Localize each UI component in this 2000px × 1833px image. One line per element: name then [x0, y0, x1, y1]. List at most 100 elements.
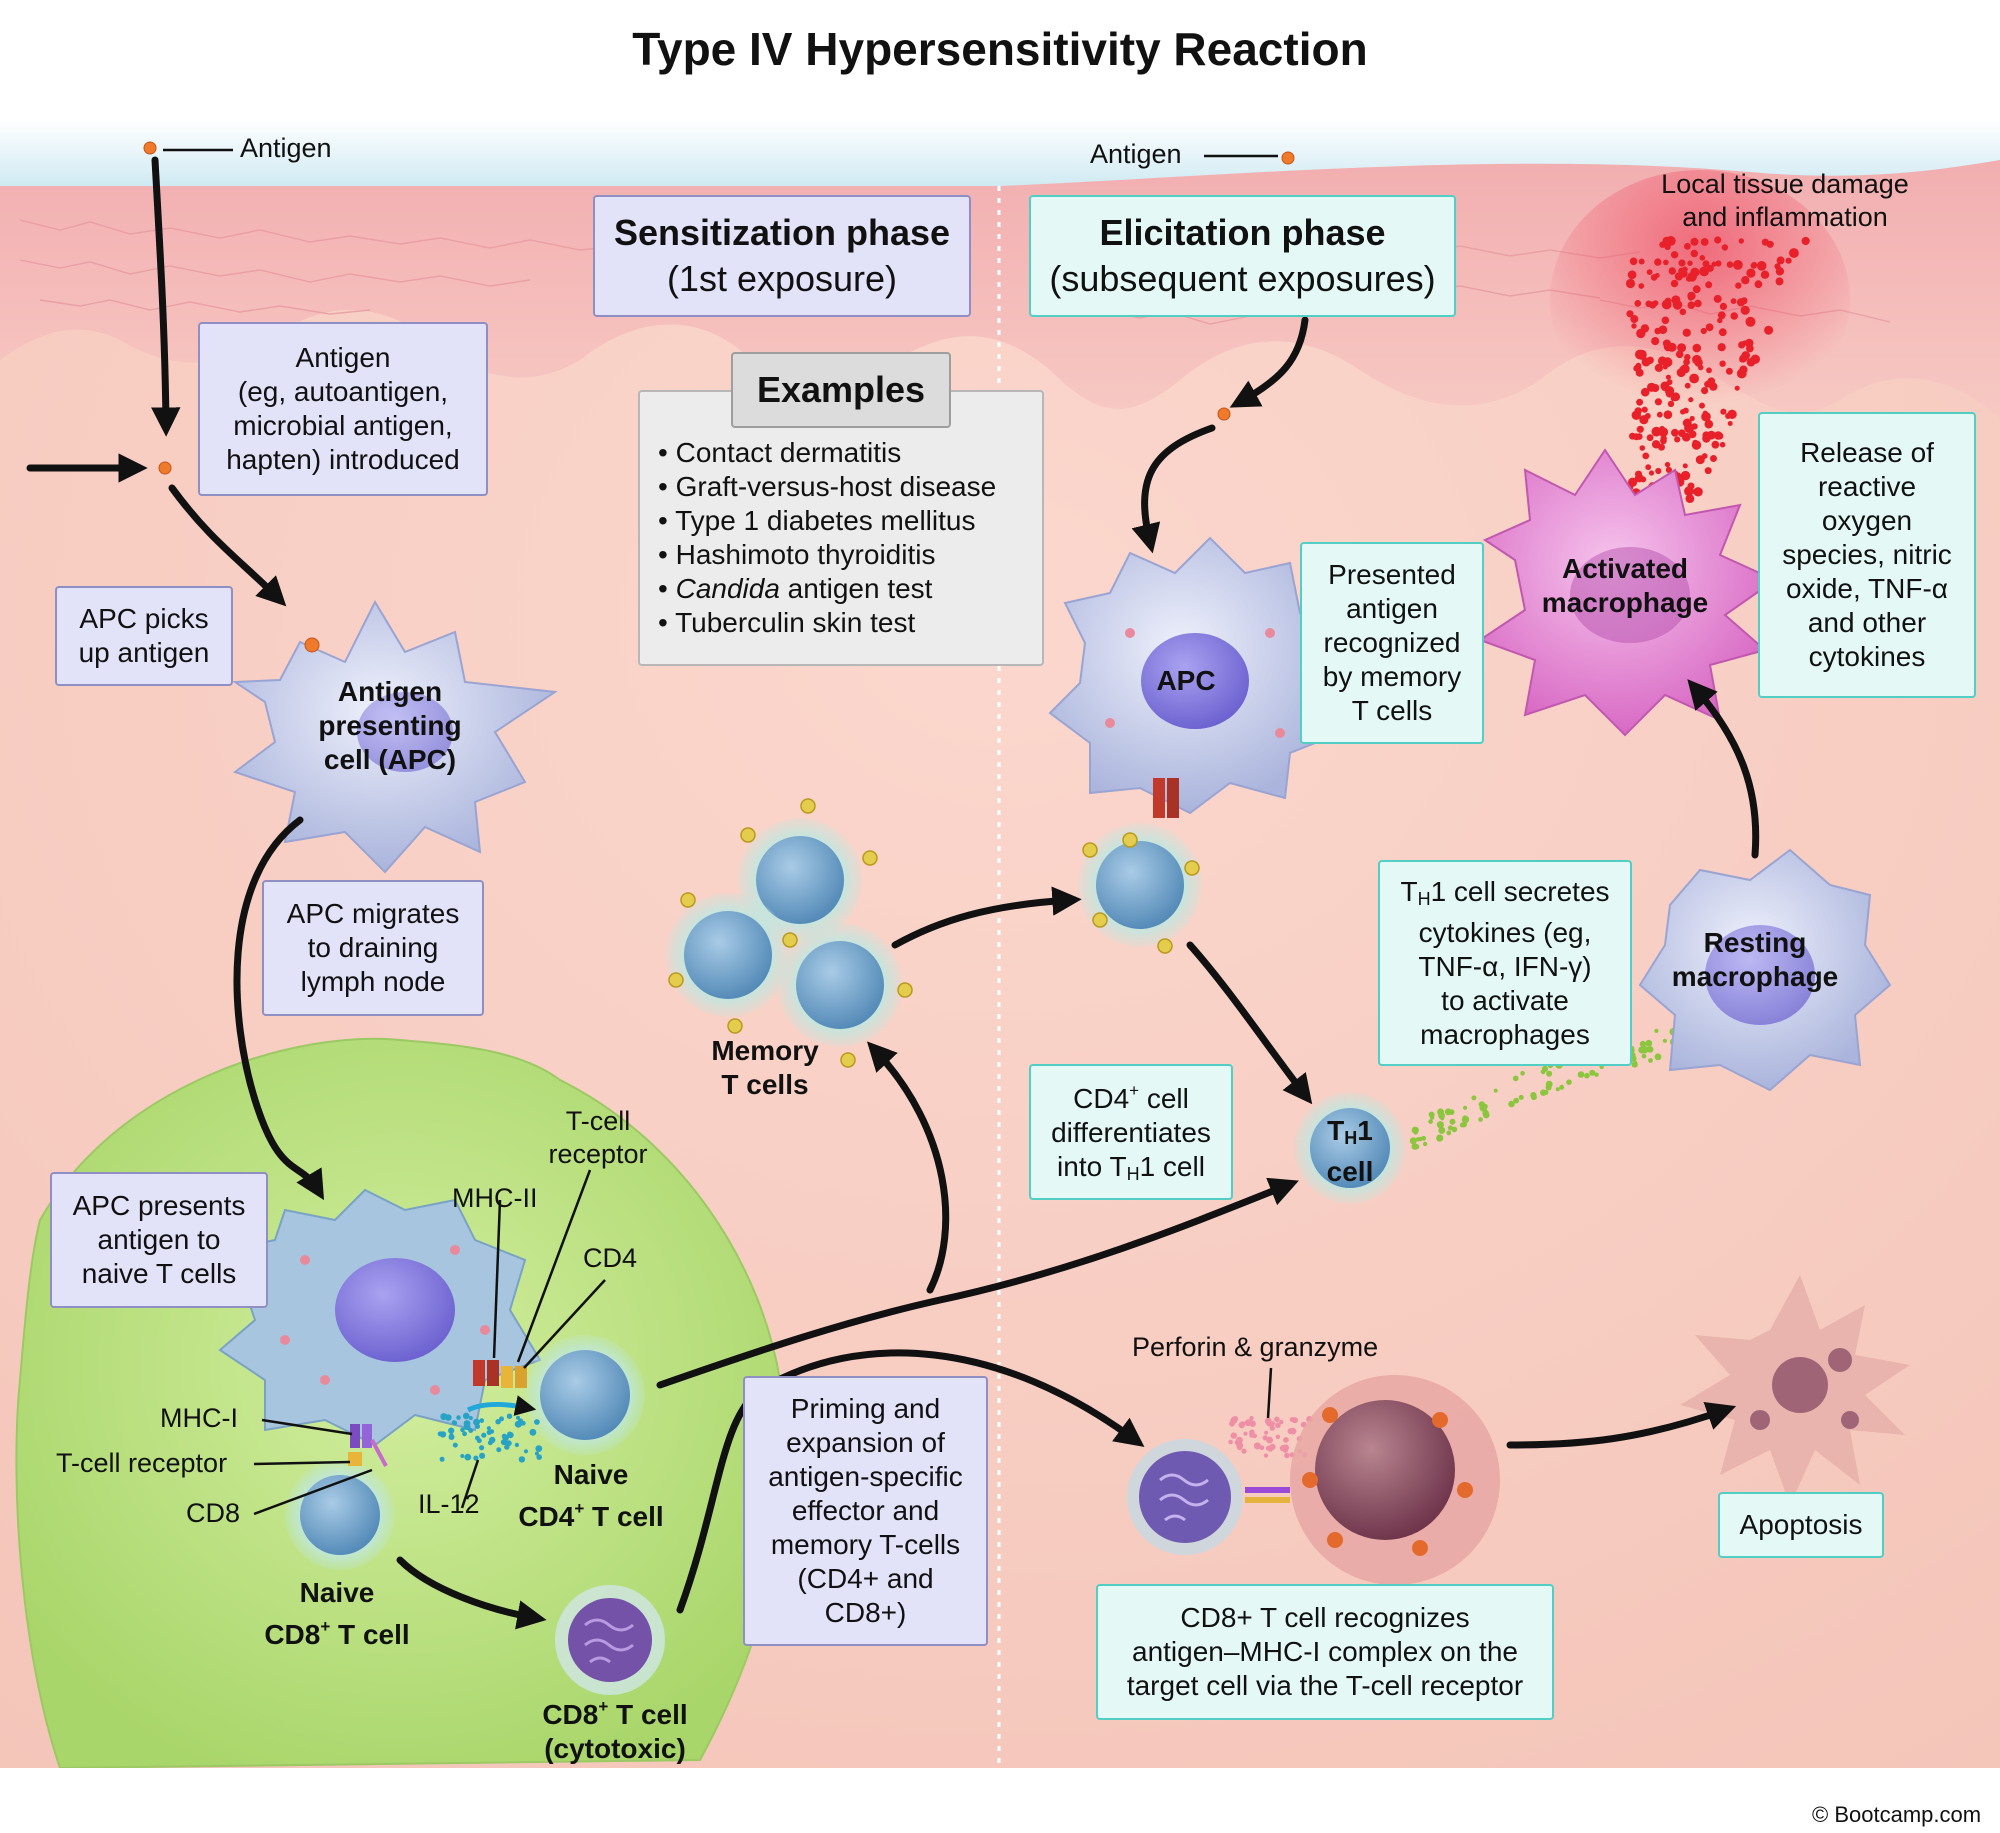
particle [1625, 278, 1636, 289]
particle [451, 1420, 457, 1425]
apc-lymph-cell [218, 1188, 542, 1447]
box-line: to draining [307, 932, 439, 963]
particle [1741, 276, 1750, 285]
particle [1641, 1053, 1647, 1059]
particle [1690, 237, 1699, 246]
particle [463, 1423, 471, 1431]
cd4-differentiates-box: CD4+ cell differentiates into TH1 cell [1029, 1064, 1233, 1200]
particle [529, 1428, 537, 1436]
label-line: presenting [318, 710, 462, 741]
th1-cell-label: TH1 cell [1310, 1114, 1390, 1189]
cd4-sup: + [1129, 1080, 1140, 1100]
label-line: Naive [299, 1577, 375, 1608]
particle [1689, 373, 1699, 384]
particle [1687, 301, 1696, 310]
particle [1279, 1419, 1284, 1425]
particle [1493, 1088, 1498, 1093]
antigen-label-right: Antigen [1090, 139, 1182, 169]
particle [1626, 310, 1634, 318]
particle [1692, 285, 1701, 294]
box-line: antigen–MHC-I complex on the [1132, 1636, 1518, 1667]
box-line: cytokines [1808, 641, 1926, 672]
particle [1670, 395, 1677, 402]
particle [1664, 461, 1671, 468]
particle [1681, 432, 1691, 442]
flow-arrows [26, 156, 1760, 1630]
particle [1638, 258, 1645, 265]
particle [1413, 1130, 1418, 1135]
particle [1636, 425, 1644, 433]
particle [1284, 1452, 1290, 1459]
particle [1648, 470, 1655, 476]
particle [1633, 1060, 1638, 1066]
particle [1719, 441, 1726, 448]
particle [1695, 455, 1705, 465]
label-line: cell [1326, 1156, 1374, 1187]
particle [1651, 426, 1662, 437]
particle [1638, 283, 1645, 289]
particle [1275, 1422, 1281, 1429]
box-line: (eg, autoantigen, [237, 376, 449, 407]
cytotoxic-cell-attacking [1127, 1439, 1243, 1555]
particle [1730, 298, 1737, 304]
particle [1665, 374, 1671, 380]
th1-sub: H [1344, 1128, 1358, 1148]
particle [479, 1418, 485, 1423]
apoptotic-cell-graphic [1680, 1275, 1910, 1505]
particle [1436, 1121, 1444, 1129]
box-line: CD4+ cell [1073, 1074, 1189, 1116]
particle [496, 1447, 502, 1453]
particle [1577, 1071, 1585, 1078]
particle [536, 1454, 542, 1460]
memory-t-cells-label: Memory T cells [700, 1034, 830, 1102]
particle [1238, 1421, 1246, 1429]
apc-picks-box: APC picks up antigen [55, 586, 233, 686]
particle [1801, 236, 1810, 246]
particle [1444, 1108, 1452, 1116]
particle [1241, 1448, 1247, 1454]
particle [1651, 440, 1661, 449]
activated-macrophage-graphic [1477, 448, 1778, 737]
particle [1253, 1442, 1261, 1450]
particle [495, 1419, 501, 1425]
particle [1651, 337, 1660, 346]
example-item: Graft-versus-host disease [658, 470, 1026, 504]
particle [1482, 1103, 1488, 1109]
particle [1680, 470, 1691, 481]
box-line: oxygen [1821, 505, 1913, 536]
particle [1642, 452, 1650, 460]
particle [535, 1445, 543, 1452]
particle [1700, 238, 1709, 246]
particle [1687, 260, 1693, 266]
sensitization-phase-box: Sensitization phase (1st exposure) [593, 195, 971, 317]
box-line: microbial antigen, [233, 410, 453, 441]
label-line: receptor [548, 1139, 648, 1169]
particle [1635, 368, 1644, 377]
particle [452, 1442, 458, 1448]
particle [1630, 315, 1639, 323]
particle [462, 1431, 467, 1437]
particle [1451, 1126, 1458, 1133]
memory-t-cells-graphic [666, 798, 913, 1068]
naive-cd4-label: Naive CD4+ T cell [506, 1458, 676, 1534]
particle [1264, 1430, 1269, 1435]
tcr-top-label: T-cell receptor [543, 1105, 653, 1171]
particle [1252, 1433, 1257, 1439]
particle [1228, 1439, 1233, 1445]
box-line: effector and [791, 1495, 940, 1526]
particle [1632, 1056, 1637, 1062]
particle [1266, 1436, 1273, 1444]
cd4-sup: + [574, 1499, 585, 1518]
particle [479, 1452, 486, 1459]
page-title: Type IV Hypersensitivity Reaction [632, 23, 1368, 75]
particle [1768, 241, 1774, 247]
label-line: macrophage [1541, 587, 1709, 618]
particle [1428, 1119, 1433, 1124]
particle [1645, 464, 1652, 471]
box-line: reactive [1817, 471, 1917, 502]
particle [1513, 1097, 1520, 1104]
particle [1668, 267, 1677, 275]
cd8-rest: T cell [330, 1619, 410, 1650]
box-line: recognized [1323, 627, 1461, 658]
particle [1699, 254, 1706, 261]
